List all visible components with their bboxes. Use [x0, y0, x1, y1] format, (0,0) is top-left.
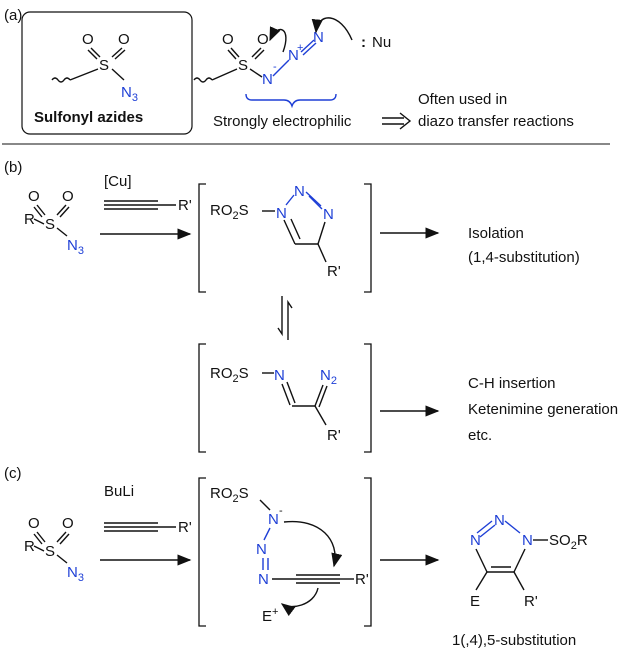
bracket-right-3: [364, 477, 372, 627]
svg-text:R': R': [524, 593, 538, 610]
svg-text:O: O: [28, 188, 40, 205]
svg-text:N: N: [276, 205, 287, 222]
nu-dots: :: [361, 34, 366, 51]
svg-text:N: N: [294, 183, 305, 200]
bracket-left-3: [198, 477, 206, 627]
svg-text:N: N: [470, 532, 481, 549]
svg-text:N: N: [494, 512, 505, 529]
panel-c: (c) R O O S N3 BuLi R' RO2S N -: [4, 465, 588, 649]
atom-n3: N3: [121, 84, 138, 104]
svg-text:N: N: [313, 29, 324, 46]
svg-text:SO2R: SO2R: [549, 532, 588, 552]
panel-a-label: (a): [4, 7, 22, 24]
bracket-right-1: [364, 183, 372, 293]
svg-text:O: O: [222, 31, 234, 48]
atom-s: S: [99, 57, 109, 74]
svg-text:O: O: [257, 31, 269, 48]
nucleophile: Nu: [372, 34, 391, 51]
diazo-imine-intermediate: RO2S N N2 R': [210, 365, 341, 444]
svg-text:S: S: [45, 216, 55, 233]
azide-electrophile-structure: O O S N N + - N : Nu: [193, 17, 391, 109]
reactant-sulfonyl-azide-b: R O O S N3: [24, 188, 84, 257]
panel-b: (b) R O O S N3 [Cu] R' RO2S N: [4, 159, 618, 453]
triazene-anion-intermediate: RO2S N - N N R' E+: [210, 485, 369, 625]
outcome-15-substitution: 1(,4),5-substitution: [452, 632, 576, 649]
reactant-sulfonyl-azide-c: R O O S N3: [24, 515, 84, 584]
electrophile: E+: [262, 606, 278, 625]
svg-text:+: +: [297, 42, 303, 54]
implies-arrow: [382, 112, 412, 130]
svg-text:S: S: [238, 57, 248, 74]
triazole-intermediate: RO2S N N N R': [210, 183, 341, 280]
bracket-right-2: [364, 343, 372, 453]
panel-b-label: (b): [4, 159, 22, 176]
svg-text:R: R: [24, 211, 35, 228]
svg-text:N: N: [256, 541, 267, 558]
svg-text:R': R': [178, 197, 192, 214]
outcome-etc: etc.: [468, 427, 492, 444]
svg-text:R': R': [327, 427, 341, 444]
equilibrium-arrows: [277, 296, 293, 340]
alkyne-c: R': [104, 519, 192, 536]
outcome-ch-insertion: C-H insertion: [468, 375, 556, 392]
alkyne-b: R': [104, 197, 192, 214]
svg-text:R': R': [327, 263, 341, 280]
svg-text:N: N: [288, 47, 299, 64]
panel-c-label: (c): [4, 465, 22, 482]
svg-text:N3: N3: [67, 564, 84, 584]
svg-text:O: O: [28, 515, 40, 532]
svg-text:N: N: [274, 367, 285, 384]
atom-o-right: O: [118, 31, 130, 48]
outcome-isolation-sub: (1,4-substitution): [468, 249, 580, 266]
sulfonyl-azides-caption: Sulfonyl azides: [34, 109, 143, 126]
svg-text:RO2S: RO2S: [210, 365, 249, 385]
svg-text:N: N: [323, 206, 334, 223]
sulfonyl-azide-box: [21, 11, 193, 135]
triazole-product: N N N SO2R E R': [470, 512, 588, 610]
note-line-2: diazo transfer reactions: [418, 113, 574, 130]
bracket-left-1: [198, 183, 206, 293]
atom-o-left: O: [82, 31, 94, 48]
bracket-left-2: [198, 343, 206, 453]
reagent-buli: BuLi: [104, 483, 134, 500]
outcome-isolation: Isolation: [468, 225, 524, 242]
svg-text:-: -: [279, 505, 283, 517]
sulfonyl-azide-structure: O O S N3: [51, 31, 138, 104]
reagent-cu: [Cu]: [104, 173, 132, 190]
svg-text:N: N: [522, 532, 533, 549]
svg-text:R: R: [24, 538, 35, 555]
svg-text:R': R': [178, 519, 192, 536]
svg-text:S: S: [45, 543, 55, 560]
svg-text:RO2S: RO2S: [210, 202, 249, 222]
outcome-ketenimine: Ketenimine generation: [468, 401, 618, 418]
svg-text:O: O: [62, 515, 74, 532]
strongly-electrophilic-label: Strongly electrophilic: [213, 113, 352, 130]
svg-text:R': R': [355, 571, 369, 588]
svg-text:N2: N2: [320, 367, 337, 387]
note-line-1: Often used in: [418, 91, 507, 108]
svg-text:E: E: [470, 593, 480, 610]
svg-text:N: N: [258, 571, 269, 588]
svg-text:N: N: [268, 511, 279, 528]
panel-a: (a) O O S N3 Sulfonyl azides O O S N: [4, 7, 574, 135]
svg-text:N: N: [262, 71, 273, 88]
svg-text:-: -: [273, 61, 277, 73]
svg-text:O: O: [62, 188, 74, 205]
svg-text:RO2S: RO2S: [210, 485, 249, 505]
svg-text:N3: N3: [67, 237, 84, 257]
